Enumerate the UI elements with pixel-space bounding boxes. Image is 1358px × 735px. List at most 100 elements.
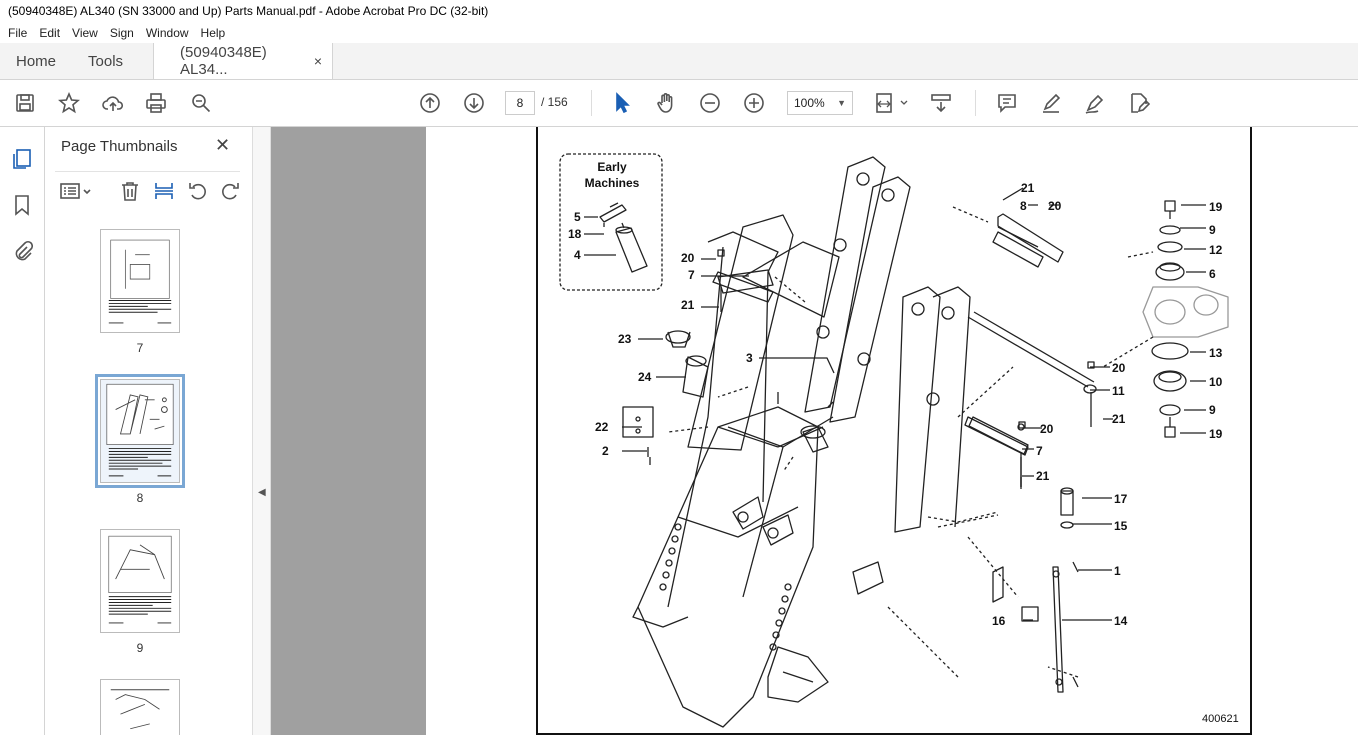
- callout-20: 20: [1112, 361, 1126, 375]
- inset-title-line1: Early: [597, 160, 627, 174]
- tab-bar: Home Tools (50940348E) AL34... ×: [0, 43, 1358, 80]
- callout-22: 22: [595, 420, 609, 434]
- highlight-pen-icon[interactable]: [1039, 91, 1063, 115]
- callout-19: 19: [1209, 427, 1223, 441]
- page-total: / 156: [541, 95, 568, 109]
- callout-12: 12: [1209, 243, 1223, 257]
- callout-21: 21: [1112, 412, 1126, 426]
- pdf-page: Early Machines 5 18 4 20 7 21 23 24 3 22…: [426, 127, 1358, 735]
- draw-sign-icon[interactable]: [1083, 91, 1107, 115]
- menu-bar: File Edit View Sign Window Help: [0, 23, 1358, 43]
- callout-19: 19: [1209, 200, 1223, 214]
- callout-11: 11: [1112, 384, 1125, 398]
- callout-20: 20: [1040, 422, 1054, 436]
- callout-2: 2: [602, 444, 609, 458]
- thumbnail-options-icon[interactable]: [59, 180, 95, 202]
- callout-16: 16: [992, 614, 1006, 628]
- upload-cloud-icon[interactable]: [101, 91, 125, 115]
- callout-7: 7: [688, 268, 695, 282]
- panel-splitter[interactable]: ◀: [252, 127, 271, 735]
- print-icon[interactable]: [144, 91, 168, 115]
- callout-18: 18: [568, 227, 582, 241]
- next-page-icon[interactable]: [462, 91, 486, 115]
- scroll-mode-icon[interactable]: [929, 91, 953, 115]
- callout-21: 21: [1021, 181, 1035, 195]
- parts-exploded-diagram: Early Machines 5 18 4 20 7 21 23 24 3 22…: [559, 153, 1239, 728]
- rotate-left-icon[interactable]: [187, 180, 209, 202]
- save-icon[interactable]: [13, 91, 37, 115]
- zoom-level-value: 100%: [794, 96, 825, 110]
- page-thumbnails-icon[interactable]: [11, 148, 35, 172]
- callout-3: 3: [746, 351, 753, 365]
- toolbar-divider: [975, 90, 976, 116]
- callout-9: 9: [1209, 223, 1216, 237]
- page-thumbnail-selected[interactable]: [95, 374, 185, 488]
- callout-15: 15: [1114, 519, 1128, 533]
- bookmark-icon[interactable]: [11, 194, 35, 218]
- page-thumbnail[interactable]: [100, 679, 180, 735]
- chevron-down-icon: ▼: [837, 98, 846, 108]
- callout-6: 6: [1209, 267, 1216, 281]
- menu-window[interactable]: Window: [145, 26, 189, 40]
- hand-tool-icon[interactable]: [654, 91, 678, 115]
- menu-file[interactable]: File: [8, 26, 28, 40]
- callout-14: 14: [1114, 614, 1128, 628]
- callout-7: 7: [1036, 444, 1043, 458]
- early-machines-inset: [559, 153, 663, 291]
- menu-edit[interactable]: Edit: [39, 26, 61, 40]
- figure-id: 400621: [1202, 713, 1239, 725]
- edit-pdf-icon[interactable]: [1127, 91, 1151, 115]
- callout-10: 10: [1209, 375, 1223, 389]
- inset-title-line2: Machines: [585, 176, 640, 190]
- callout-8: 8: [1020, 199, 1027, 213]
- callout-1: 1: [1114, 564, 1121, 578]
- attachment-icon[interactable]: [11, 240, 35, 264]
- page-frame: Early Machines 5 18 4 20 7 21 23 24 3 22…: [536, 127, 1252, 735]
- menu-view[interactable]: View: [72, 26, 98, 40]
- thumbnail-label: 7: [136, 341, 144, 355]
- callout-20: 20: [681, 251, 695, 265]
- page-thumbnail[interactable]: [100, 529, 180, 633]
- page-number-input[interactable]: 8: [505, 91, 535, 115]
- callout-4: 4: [574, 248, 581, 262]
- tab-home[interactable]: Home: [16, 52, 57, 70]
- zoom-in-icon[interactable]: [742, 91, 766, 115]
- callout-5: 5: [574, 210, 581, 224]
- left-rail: [0, 127, 45, 735]
- tab-tools[interactable]: Tools: [88, 52, 124, 70]
- page-fit-icon[interactable]: [873, 91, 909, 115]
- thumbnails-panel: Page Thumbnails ✕ 7 8 9 ▲: [45, 127, 289, 735]
- callout-24: 24: [638, 370, 652, 384]
- tab-close-icon[interactable]: ×: [313, 53, 323, 69]
- callout-17: 17: [1114, 492, 1128, 506]
- callout-23: 23: [618, 332, 632, 346]
- thumbnail-label: 9: [136, 641, 144, 655]
- delete-page-icon[interactable]: [119, 180, 141, 202]
- zoom-level-select[interactable]: 100% ▼: [787, 91, 853, 115]
- close-icon[interactable]: ✕: [215, 135, 231, 155]
- zoom-out-icon[interactable]: [698, 91, 722, 115]
- document-viewport[interactable]: Early Machines 5 18 4 20 7 21 23 24 3 22…: [271, 127, 1358, 735]
- window-title: (50940348E) AL340 (SN 33000 and Up) Part…: [0, 0, 1358, 23]
- panel-title: Page Thumbnails: [61, 138, 178, 155]
- comment-icon[interactable]: [995, 91, 1019, 115]
- page-thumbnail[interactable]: [100, 229, 180, 333]
- callout-20: 20: [1048, 199, 1062, 213]
- callout-21: 21: [681, 298, 695, 312]
- callout-21: 21: [1036, 469, 1050, 483]
- menu-sign[interactable]: Sign: [109, 26, 134, 40]
- tab-document[interactable]: (50940348E) AL34... ×: [153, 43, 334, 79]
- thumbnail-list: 7 8 9: [55, 217, 230, 735]
- rotate-right-icon[interactable]: [219, 180, 241, 202]
- thumbnail-label: 8: [136, 491, 144, 505]
- collapse-panel-icon[interactable]: ◀: [258, 487, 266, 498]
- insert-page-icon[interactable]: [153, 180, 175, 202]
- select-cursor-icon[interactable]: [610, 91, 634, 115]
- previous-page-icon[interactable]: [418, 91, 442, 115]
- zoom-search-icon[interactable]: [189, 91, 213, 115]
- menu-help[interactable]: Help: [200, 26, 226, 40]
- bookmark-star-icon[interactable]: [57, 91, 81, 115]
- tab-document-label: (50940348E) AL34...: [180, 44, 267, 78]
- toolbar-divider: [591, 90, 592, 116]
- panel-toolbar: [55, 171, 240, 209]
